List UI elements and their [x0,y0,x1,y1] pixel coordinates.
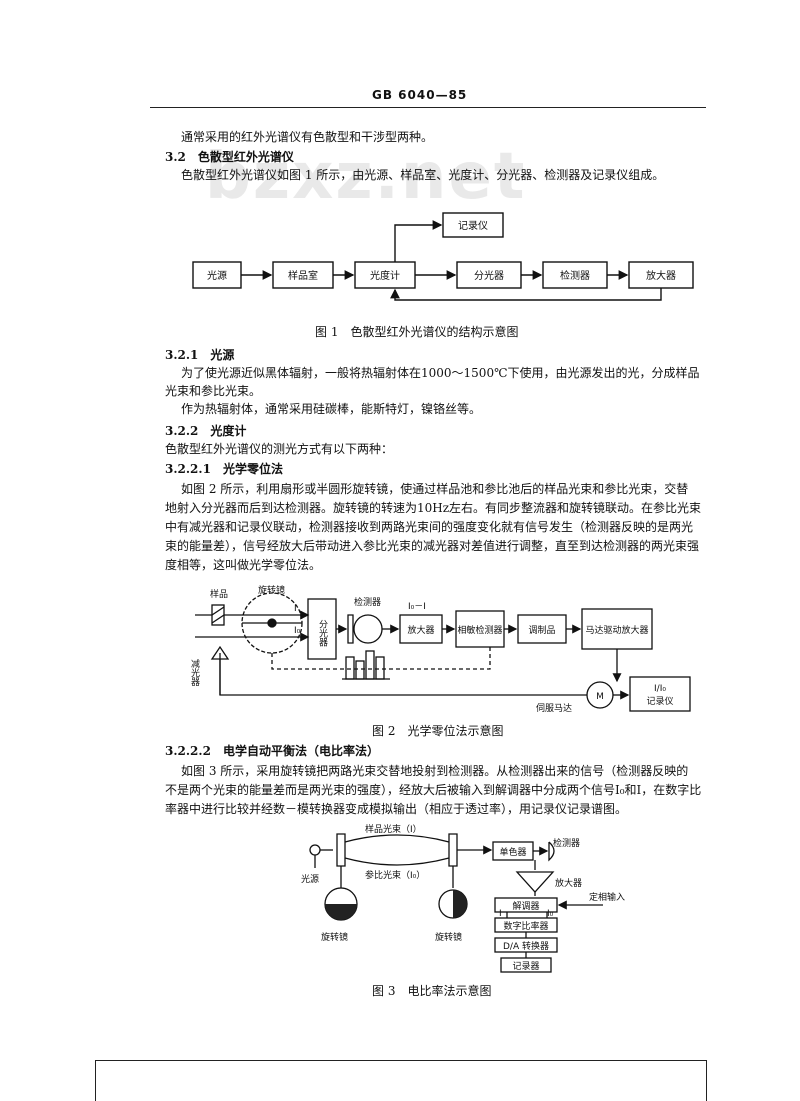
section-3-2-2-text: 色散型红外光谱仪的测光方式有以下两种： [165,442,394,456]
section-3-2-1-p1: 为了使光源近似黑体辐射，一般将热辐射体在1000～1500℃下使用，由光源发出的… [181,366,700,380]
section-3-2-2-2: 3.2.2.2 电学自动平衡法（电比率法） [165,744,379,758]
fig2-label-phase-detector: 相敏检测器 [457,624,502,636]
fig2-label-motor-amp: 马达驱动放大器 [585,624,648,636]
section-3-2-2-1-line: 中有减光器和记录仪联动，检测器接收到两路光束间的强度变化就有信号发生（检测器反映… [165,520,694,534]
fig1-block-amplifier: 放大器 [646,269,676,282]
figure-3-caption: 图 3 电比率法示意图 [372,984,492,998]
section-3-2-1-p2: 作为热辐射体，通常采用硅碳棒，能斯特灯，镍铬丝等。 [181,402,482,416]
fig3-label-ref-beam: 参比光束（I₀） [365,869,425,881]
fig2-label-detector: 检测器 [354,596,381,608]
fig3-label-dac: D/A 转换器 [503,940,549,952]
fig3-label-sample-beam: 样品光束（I） [365,823,422,835]
figure-3-diagram: 样品光束（I） 参比光束（I₀） 光源 检测器 放大器 定相输入 I I₀ 旋转… [301,823,625,973]
section-3-2-1-p1-cont: 光束和参比光束。 [165,384,262,398]
fig1-block-sample: 样品室 [288,269,318,282]
section-3-2-2-2-line: 如图 3 所示，采用旋转镜把两路光束交替地投射到检测器。从检测器出来的信号（检测… [181,764,689,778]
header-rule [150,107,706,108]
fig3-label-rot1: 旋转镜 [321,931,348,943]
section-3-2-2-1-line: 地射入分光器而后到达检测器。旋转镜的转速为10Hz左右。有同步整流器和旋转镜联动… [165,501,702,515]
section-3-2-2-1: 3.2.2.1 光学零位法 [165,462,283,476]
fig2-label-splitter: 分光器 [317,619,328,646]
section-3-2-2-2-line: 率器中进行比较并经数－模转换器变成模拟输出（相应于透过率），用记录仪记录谱图。 [165,802,628,816]
fig2-label-recorder: 记录仪 [646,696,673,707]
fig3-label-timing: 定相输入 [589,891,625,903]
fig1-block-detector: 检测器 [560,269,590,282]
section-3-2: 3.2 色散型红外光谱仪 [165,150,294,164]
section-3-2-2-1-line: 如图 2 所示，利用扇形或半圆形旋转镜，使通过样品池和参比池后的样品光束和参比光… [181,482,689,496]
fig3-label-source: 光源 [301,873,319,885]
fig2-label-modulator: 调制品 [528,624,555,636]
standard-code: GB 6040—85 [372,88,468,102]
fig1-block-recorder: 记录仪 [458,220,488,232]
fig2-label-I0: I₀ [294,626,301,636]
fig2-label-amplifier: 放大器 [407,624,434,636]
footer-frame [95,1060,707,1101]
section-3-2-2-1-line: 度相等，这叫做光学零位法。 [165,558,322,572]
fig1-block-source: 光源 [207,269,227,282]
fig3-label-I0: I₀ [547,909,554,919]
fig3-label-mono: 单色器 [499,846,526,858]
section-3-2-text: 色散型红外光谱仪如图 1 所示，由光源、样品室、光度计、分光器、检测器及记录仪组… [181,168,665,182]
fig3-label-I: I [499,909,502,919]
fig1-block-photometer: 光度计 [370,269,400,282]
section-3-2-2-2-line: 不是两个光束的能量差而是两光束的强度），经放大后被输入到解调器中分成两个信号I₀… [165,783,702,797]
figure-1-caption: 图 1 色散型红外光谱仪的结构示意图 [315,325,519,339]
fig2-label-rotmirror: 旋转镜 [258,585,285,596]
fig2-label-reducer: 减光器 [190,658,200,686]
watermark: bzxz.net [205,140,527,214]
fig3-label-ratio: 数字比率器 [503,920,548,932]
fig3-label-amplifier: 放大器 [555,877,582,889]
fig3-label-demod: 解调器 [512,900,539,912]
fig1-block-splitter: 分光器 [474,269,504,282]
fig2-label-ratio: I/I₀ [654,684,666,694]
figure-2-caption: 图 2 光学零位法示意图 [372,724,504,738]
section-3-2-1: 3.2.1 光源 [165,348,235,362]
fig2-label-servo: 伺服马达 [536,702,572,714]
fig2-label-I: I [294,604,297,614]
fig3-label-recorder: 记录器 [512,961,539,972]
fig2-label-sample: 样品 [210,588,228,600]
figure-2-diagram: 样品 旋转镜 I I₀ 检测器 I₀－I 减光器 伺服马达 分光器 放大器 相敏… [190,585,691,714]
figure-1-diagram: 光源 样品室 光度计 分光器 检测器 放大器 记录仪 [192,212,694,301]
fig3-label-detector: 检测器 [553,837,580,849]
section-3-2-2: 3.2.2 光度计 [165,424,247,438]
fig2-label-M: M [596,692,604,702]
section-3-2-2-1-line: 束的能量差），信号经放大后带动进入参比光束的减光器对差值进行调整，直至到达检测器… [165,539,700,553]
fig2-label-diff: I₀－I [408,602,426,612]
fig3-label-rot2: 旋转镜 [435,931,462,943]
intro-text: 通常采用的红外光谱仪有色散型和干涉型两种。 [181,130,434,144]
